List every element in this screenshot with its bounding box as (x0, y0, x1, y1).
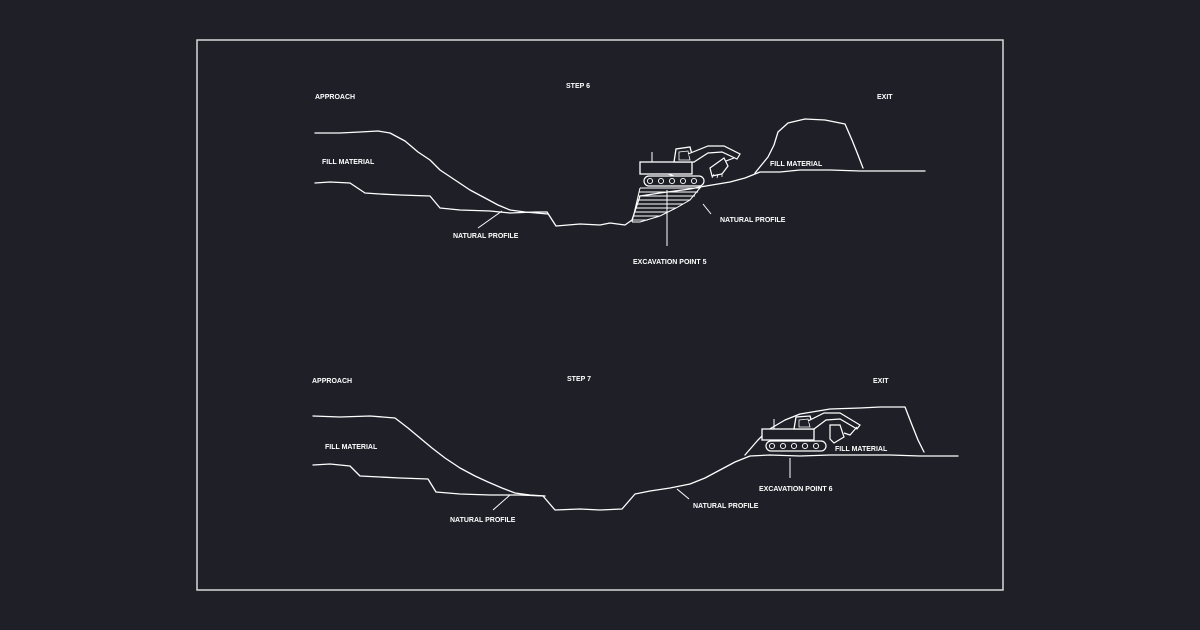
excavation-point-label: EXCAVATION POINT 6 (759, 486, 833, 493)
natural-profile-label: NATURAL PROFILE (693, 503, 759, 510)
fill-material-label: FILL MATERIAL (770, 161, 823, 168)
fill-surface-line (312, 415, 546, 497)
approach-label: APPROACH (315, 94, 355, 101)
valley-profile (542, 454, 959, 511)
excavator-icon (639, 145, 741, 187)
approach-label: APPROACH (312, 378, 352, 385)
fill-material-label: FILL MATERIAL (325, 444, 378, 451)
leader-line (702, 203, 712, 215)
exit-label: EXIT (873, 378, 889, 385)
natural-profile-label: NATURAL PROFILE (453, 233, 519, 240)
fill-surface-line (314, 130, 549, 215)
natural-ground-line (314, 181, 548, 214)
panel-step-6: STEP 6 APPROACH EXIT (314, 83, 926, 266)
leader-line (676, 488, 690, 500)
fill-material-label: FILL MATERIAL (322, 159, 375, 166)
leader-line (477, 210, 503, 229)
drawing-frame (196, 39, 1004, 591)
excavator-icon (761, 412, 861, 452)
natural-profile-label: NATURAL PROFILE (720, 217, 786, 224)
natural-profile-label: NATURAL PROFILE (450, 517, 516, 524)
panel-step-7: STEP 7 APPROACH EXIT (312, 376, 959, 524)
step-label: STEP 6 (566, 83, 590, 90)
valley-profile (546, 169, 926, 227)
step-label: STEP 7 (567, 376, 591, 383)
fill-material-label: FILL MATERIAL (835, 446, 888, 453)
fill-mound (754, 118, 864, 174)
excavation-point-label: EXCAVATION POINT 5 (633, 259, 707, 266)
excavation-hatch (631, 187, 702, 223)
leader-line (492, 494, 511, 511)
exit-label: EXIT (877, 94, 893, 101)
natural-ground-line (312, 463, 544, 497)
